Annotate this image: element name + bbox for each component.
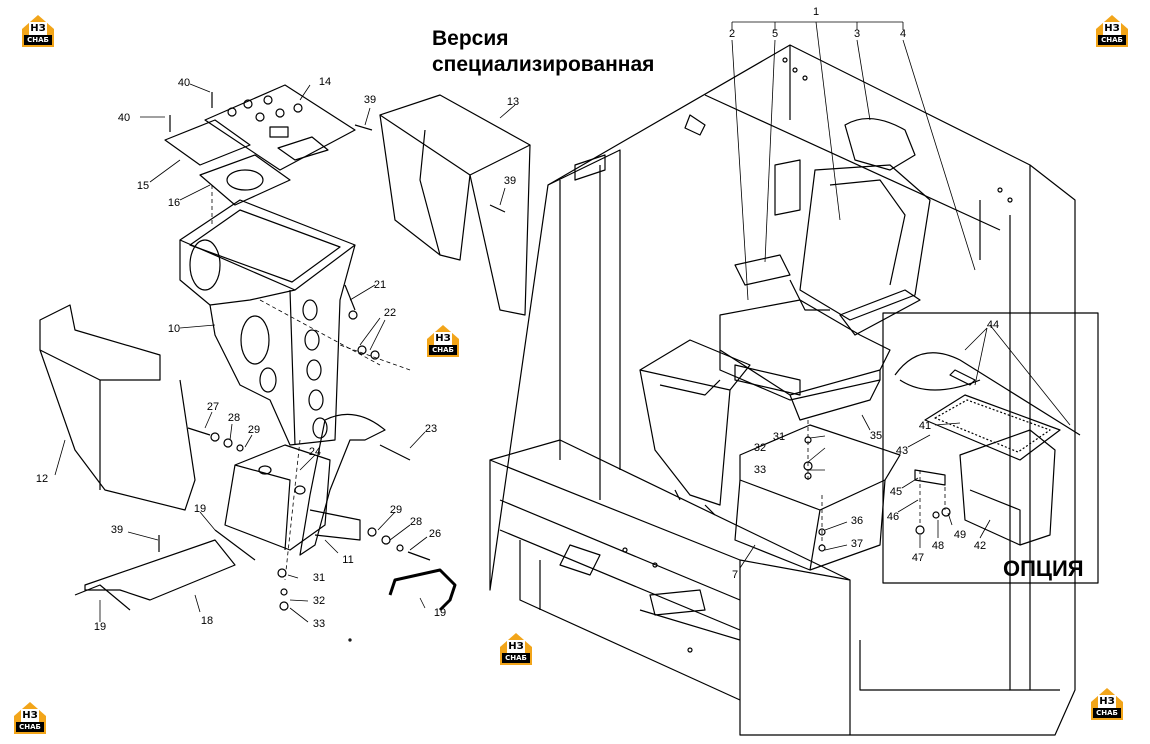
- callout-c37: 37: [851, 538, 863, 550]
- cover-15: [164, 119, 251, 166]
- callout-c12: 12: [36, 473, 48, 485]
- callout-c41: 41: [919, 420, 931, 432]
- callout-labels: 1 2 5 3 4 40 40 14 15 16 39 13 39 21 22 …: [36, 6, 999, 633]
- logo-caption: СНАБ: [24, 35, 52, 45]
- callout-c15: 15: [137, 180, 149, 192]
- callout-c35: 35: [870, 430, 882, 442]
- callout-c46: 46: [887, 511, 899, 523]
- callout-c48: 48: [932, 540, 944, 552]
- callout-c27: 27: [207, 401, 219, 413]
- logo-letters: НЗ: [21, 709, 39, 722]
- assembly-lines: [211, 185, 946, 581]
- callout-c43: 43: [896, 445, 908, 457]
- plate-18: [74, 529, 256, 611]
- gasket-16: [199, 154, 291, 206]
- cab-frame: [489, 44, 1076, 736]
- logo-caption: СНАБ: [16, 722, 44, 732]
- handle-19: [388, 568, 457, 612]
- logo-letters: НЗ: [1098, 695, 1116, 708]
- callout-c21: 21: [374, 279, 386, 291]
- callout-c16: 16: [168, 197, 180, 209]
- leader-lines: [54, 21, 1071, 623]
- logo-bottom-right: НЗ СНАБ: [1089, 686, 1125, 720]
- callout-c39a: 39: [364, 94, 376, 106]
- callout-c22: 22: [384, 307, 396, 319]
- pedal-bracket-11: [224, 413, 386, 556]
- side-panel-13: [379, 94, 531, 316]
- callout-c39c: 39: [111, 524, 123, 536]
- callout-c1: 1: [813, 6, 819, 18]
- logo-caption: СНАБ: [429, 345, 457, 355]
- callout-c32a: 32: [313, 595, 325, 607]
- option-box-outline: [882, 312, 1099, 584]
- callout-c47: 47: [912, 552, 924, 564]
- logo-caption: СНАБ: [502, 653, 530, 663]
- callout-c45: 45: [890, 486, 902, 498]
- callout-c2: 2: [729, 28, 735, 40]
- callout-c40b: 40: [118, 112, 130, 124]
- callout-c29a: 29: [248, 424, 260, 436]
- logo-letters: НЗ: [1103, 22, 1121, 35]
- callout-c7: 7: [732, 569, 738, 581]
- operator-seat: [719, 117, 931, 421]
- callout-c33b: 33: [754, 464, 766, 476]
- logo-letters: НЗ: [434, 332, 452, 345]
- callout-c31b: 31: [773, 431, 785, 443]
- logo-letters: НЗ: [507, 640, 525, 653]
- option-label: ОПЦИЯ: [1003, 556, 1084, 581]
- callout-c33a: 33: [313, 618, 325, 630]
- callout-c19a: 19: [194, 503, 206, 515]
- callout-c3: 3: [854, 28, 860, 40]
- logo-letters: НЗ: [29, 22, 47, 35]
- callout-c49: 49: [954, 529, 966, 541]
- callout-c18: 18: [201, 615, 213, 627]
- logo-bottom-center: НЗ СНАБ: [498, 631, 534, 665]
- logo-caption: СНАБ: [1098, 35, 1126, 45]
- fasteners: [158, 92, 506, 642]
- logo-middle: НЗ СНАБ: [425, 323, 461, 357]
- callout-c44: 44: [987, 319, 999, 331]
- callout-c23: 23: [425, 423, 437, 435]
- callout-c26: 26: [429, 528, 441, 540]
- callout-c28b: 28: [410, 516, 422, 528]
- callout-c32b: 32: [754, 442, 766, 454]
- logo-top-right: НЗ СНАБ: [1094, 13, 1130, 47]
- callout-c14: 14: [319, 76, 331, 88]
- callout-c42: 42: [974, 540, 986, 552]
- callout-c10: 10: [168, 323, 180, 335]
- diagram-title-line2: специализированная: [432, 53, 655, 76]
- callout-c28a: 28: [228, 412, 240, 424]
- logo-caption: СНАБ: [1093, 708, 1121, 718]
- callout-c11: 11: [342, 554, 353, 566]
- side-panel-12: [39, 304, 196, 511]
- top-plate-14: [204, 84, 356, 171]
- diagram-title-line1: Версия: [432, 27, 509, 50]
- logo-bottom-left: НЗ СНАБ: [12, 700, 48, 734]
- callout-c19c: 19: [94, 621, 106, 633]
- callout-c19b: 19: [434, 607, 446, 619]
- callout-c4: 4: [900, 28, 906, 40]
- callout-c29b: 29: [390, 504, 402, 516]
- callout-c13: 13: [507, 96, 519, 108]
- callout-c5: 5: [772, 28, 778, 40]
- callout-c31a: 31: [313, 572, 325, 584]
- callout-c39b: 39: [504, 175, 516, 187]
- callout-c24: 24: [309, 446, 321, 458]
- logo-top-left: НЗ СНАБ: [20, 13, 56, 47]
- heater-unit: [894, 352, 1081, 546]
- callout-c36: 36: [851, 515, 863, 527]
- pedestal-10: [179, 199, 356, 446]
- callout-c40a: 40: [178, 77, 190, 89]
